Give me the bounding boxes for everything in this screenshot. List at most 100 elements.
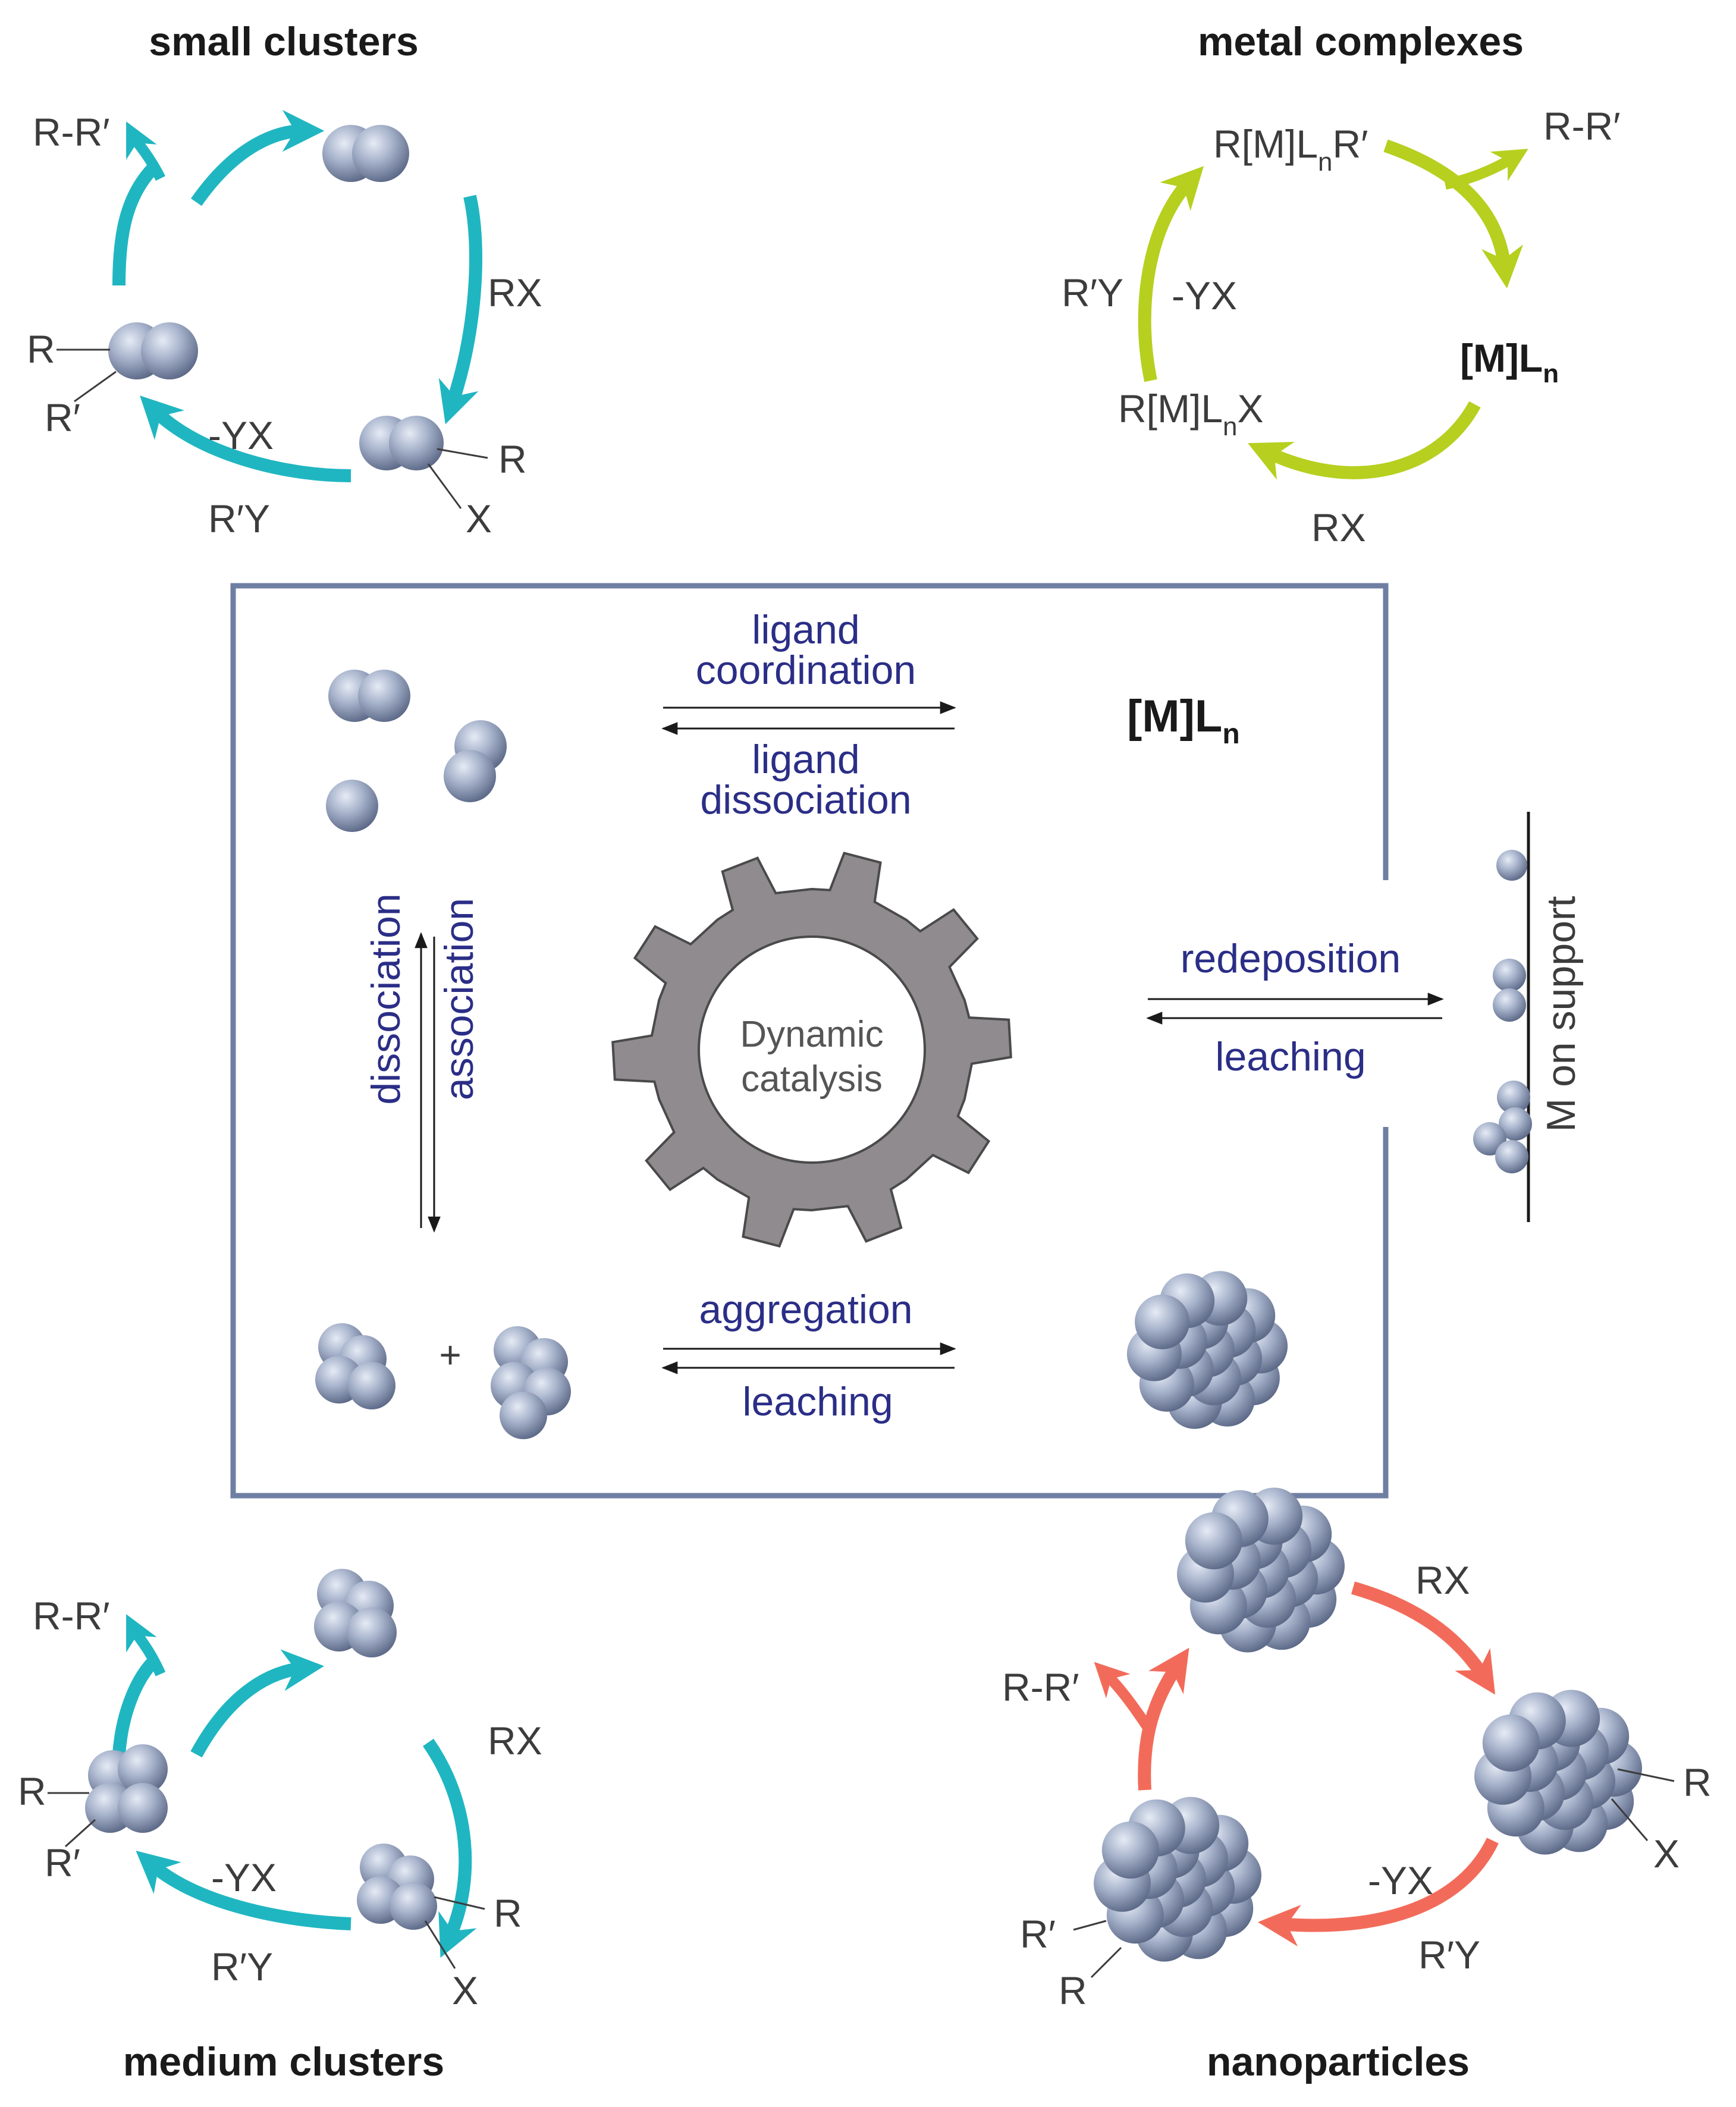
- gear-label-line2: catalysis: [741, 1059, 883, 1100]
- small-cycle-branch-product: [126, 121, 166, 181]
- ligand-dissociation-line1: ligand: [752, 737, 860, 782]
- center-box: ligand coordination ligand dissociation …: [230, 583, 1584, 1499]
- nano-x-right-label: X: [1653, 1832, 1680, 1876]
- leaching-bottom-label: leaching: [742, 1379, 893, 1424]
- metal-product-label: R-R′: [1543, 104, 1621, 148]
- small-ry-label: R′Y: [208, 497, 270, 541]
- small-minus-yx-label: -YX: [208, 413, 274, 457]
- nano-rp-left-bond: [1073, 1920, 1107, 1931]
- metal-top-species-suffix: R′: [1333, 122, 1368, 166]
- small-r-right-label: R: [498, 437, 527, 481]
- metal-left-species-main: R[M]L: [1118, 387, 1223, 431]
- atom: [1185, 1512, 1242, 1569]
- metal-top-species-main: R[M]L: [1213, 122, 1318, 166]
- metal-top-species: R[M]LnR′: [1213, 122, 1368, 177]
- gear-label-line1: Dynamic: [740, 1014, 883, 1055]
- nano-minus-yx-label: -YX: [1368, 1858, 1433, 1902]
- box-complex-main: [M]L: [1127, 691, 1222, 742]
- metal-rx-label: RX: [1311, 505, 1366, 549]
- ligand-coordination-line1: ligand: [752, 607, 860, 652]
- nano-r-left-bond: [1090, 1946, 1122, 1979]
- box-complex-sub: n: [1222, 718, 1239, 750]
- metal-complexes-cycle: metal complexes R[M]LnR′ R-R′ [M]Ln RX R…: [1062, 19, 1621, 549]
- medium-cycle-branch-product: [126, 1614, 166, 1676]
- box-nanoparticle: [1126, 1271, 1288, 1429]
- medium-cycle-arrow-bottom: [136, 1850, 351, 1930]
- box-medium-cluster-b: [491, 1326, 571, 1439]
- atom: [1482, 1714, 1540, 1772]
- small-rp-left-label: R′: [45, 395, 80, 439]
- medium-x-right-label: X: [452, 1968, 478, 2012]
- metal-top-species-sub: n: [1318, 147, 1332, 177]
- metal-catalyst-main: [M]L: [1460, 336, 1543, 380]
- small-cycle-arrow-bottom: [140, 395, 351, 482]
- nano-r-left-label: R: [1059, 1968, 1087, 2012]
- nano-ry-label: R′Y: [1418, 1933, 1480, 1977]
- metal-minus-yx-label: -YX: [1172, 274, 1237, 318]
- medium-product-label: R-R′: [33, 1594, 110, 1638]
- association-label: association: [437, 898, 482, 1100]
- metal-catalyst: [M]Ln: [1460, 336, 1559, 388]
- dissociation-label: dissociation: [363, 893, 409, 1104]
- aggregation-label: aggregation: [699, 1287, 912, 1332]
- medium-cycle-arrow-top: [190, 1649, 325, 1758]
- ligand-coordination-line2: coordination: [696, 648, 916, 693]
- small-cycle-arrow-left: [112, 162, 159, 286]
- medium-r-right-label: R: [494, 1891, 522, 1935]
- small-clusters-cycle: small clusters R-R′ RX R X -YX R′Y R R′: [27, 19, 542, 541]
- redeposition-label: redeposition: [1181, 936, 1401, 981]
- metal-left-species: R[M]LnX: [1118, 387, 1264, 441]
- metal-complexes-title: metal complexes: [1198, 19, 1524, 64]
- medium-cycle-arrow-left: [112, 1654, 161, 1755]
- small-cluster-dimer-top: [322, 125, 409, 182]
- medium-cluster-left: [48, 1744, 168, 1848]
- nanoparticles-cycle: RX -YX R′Y R-R′ R X R′ R nanoparticles: [1002, 1487, 1712, 2084]
- small-rx-label: RX: [488, 271, 542, 315]
- nano-rx-label: RX: [1415, 1558, 1470, 1602]
- medium-r-left-label: R: [18, 1769, 46, 1813]
- metal-cycle-arrow-left: [1138, 166, 1204, 382]
- nano-cycle-arrow-right: [1351, 1581, 1496, 1695]
- box-medium-cluster-a: [315, 1323, 395, 1409]
- medium-clusters-title: medium clusters: [123, 2039, 444, 2084]
- small-clusters-title: small clusters: [149, 19, 419, 64]
- nano-r-right-bond: [1617, 1768, 1675, 1782]
- atom: [1135, 1294, 1190, 1349]
- small-cluster-dimer-right: [359, 416, 488, 509]
- medium-ry-label: R′Y: [211, 1945, 273, 1989]
- metal-left-species-sub: n: [1223, 412, 1237, 441]
- nanoparticle-top: [1177, 1487, 1345, 1653]
- ligand-dissociation-line2: dissociation: [700, 777, 911, 822]
- nano-r-right-label: R: [1683, 1760, 1712, 1804]
- medium-rx-label: RX: [488, 1719, 542, 1763]
- metal-catalyst-sub: n: [1543, 359, 1559, 388]
- small-cycle-arrow-right: [438, 194, 482, 425]
- metal-left-species-suffix: X: [1238, 387, 1264, 431]
- medium-clusters-cycle: R-R′ RX R X -YX R′Y R R′ m: [18, 1569, 542, 2084]
- medium-cluster-top: [314, 1569, 397, 1657]
- nanoparticle-right: [1474, 1690, 1642, 1855]
- box-small-clusters: [326, 670, 507, 832]
- small-product-label: R-R′: [33, 110, 110, 154]
- medium-minus-yx-label: -YX: [211, 1855, 277, 1899]
- metal-cycle-branch-product: [1444, 149, 1528, 190]
- nano-product-label: R-R′: [1002, 1665, 1079, 1709]
- nano-rp-left-label: R′: [1020, 1912, 1056, 1956]
- plus-sign: +: [439, 1333, 461, 1376]
- small-cluster-dimer-left: [56, 322, 198, 403]
- metal-cycle-arrow-bottom: [1248, 401, 1481, 480]
- support-label: M on support: [1539, 896, 1584, 1132]
- medium-cycle-arrow-right: [422, 1738, 477, 1958]
- center-box-border: [230, 583, 1389, 1499]
- small-cycle-arrow-top: [190, 109, 325, 206]
- box-complex: [M]Ln: [1127, 691, 1240, 750]
- medium-rp-left-label: R′: [45, 1841, 80, 1885]
- nano-x-right-bond: [1611, 1798, 1649, 1841]
- medium-cluster-right: [357, 1844, 485, 1969]
- metal-ry-label: R′Y: [1062, 271, 1123, 315]
- metal-on-support: M on support: [1473, 812, 1584, 1222]
- nanoparticle-left: [1094, 1797, 1261, 1962]
- gear-hub: [698, 935, 926, 1164]
